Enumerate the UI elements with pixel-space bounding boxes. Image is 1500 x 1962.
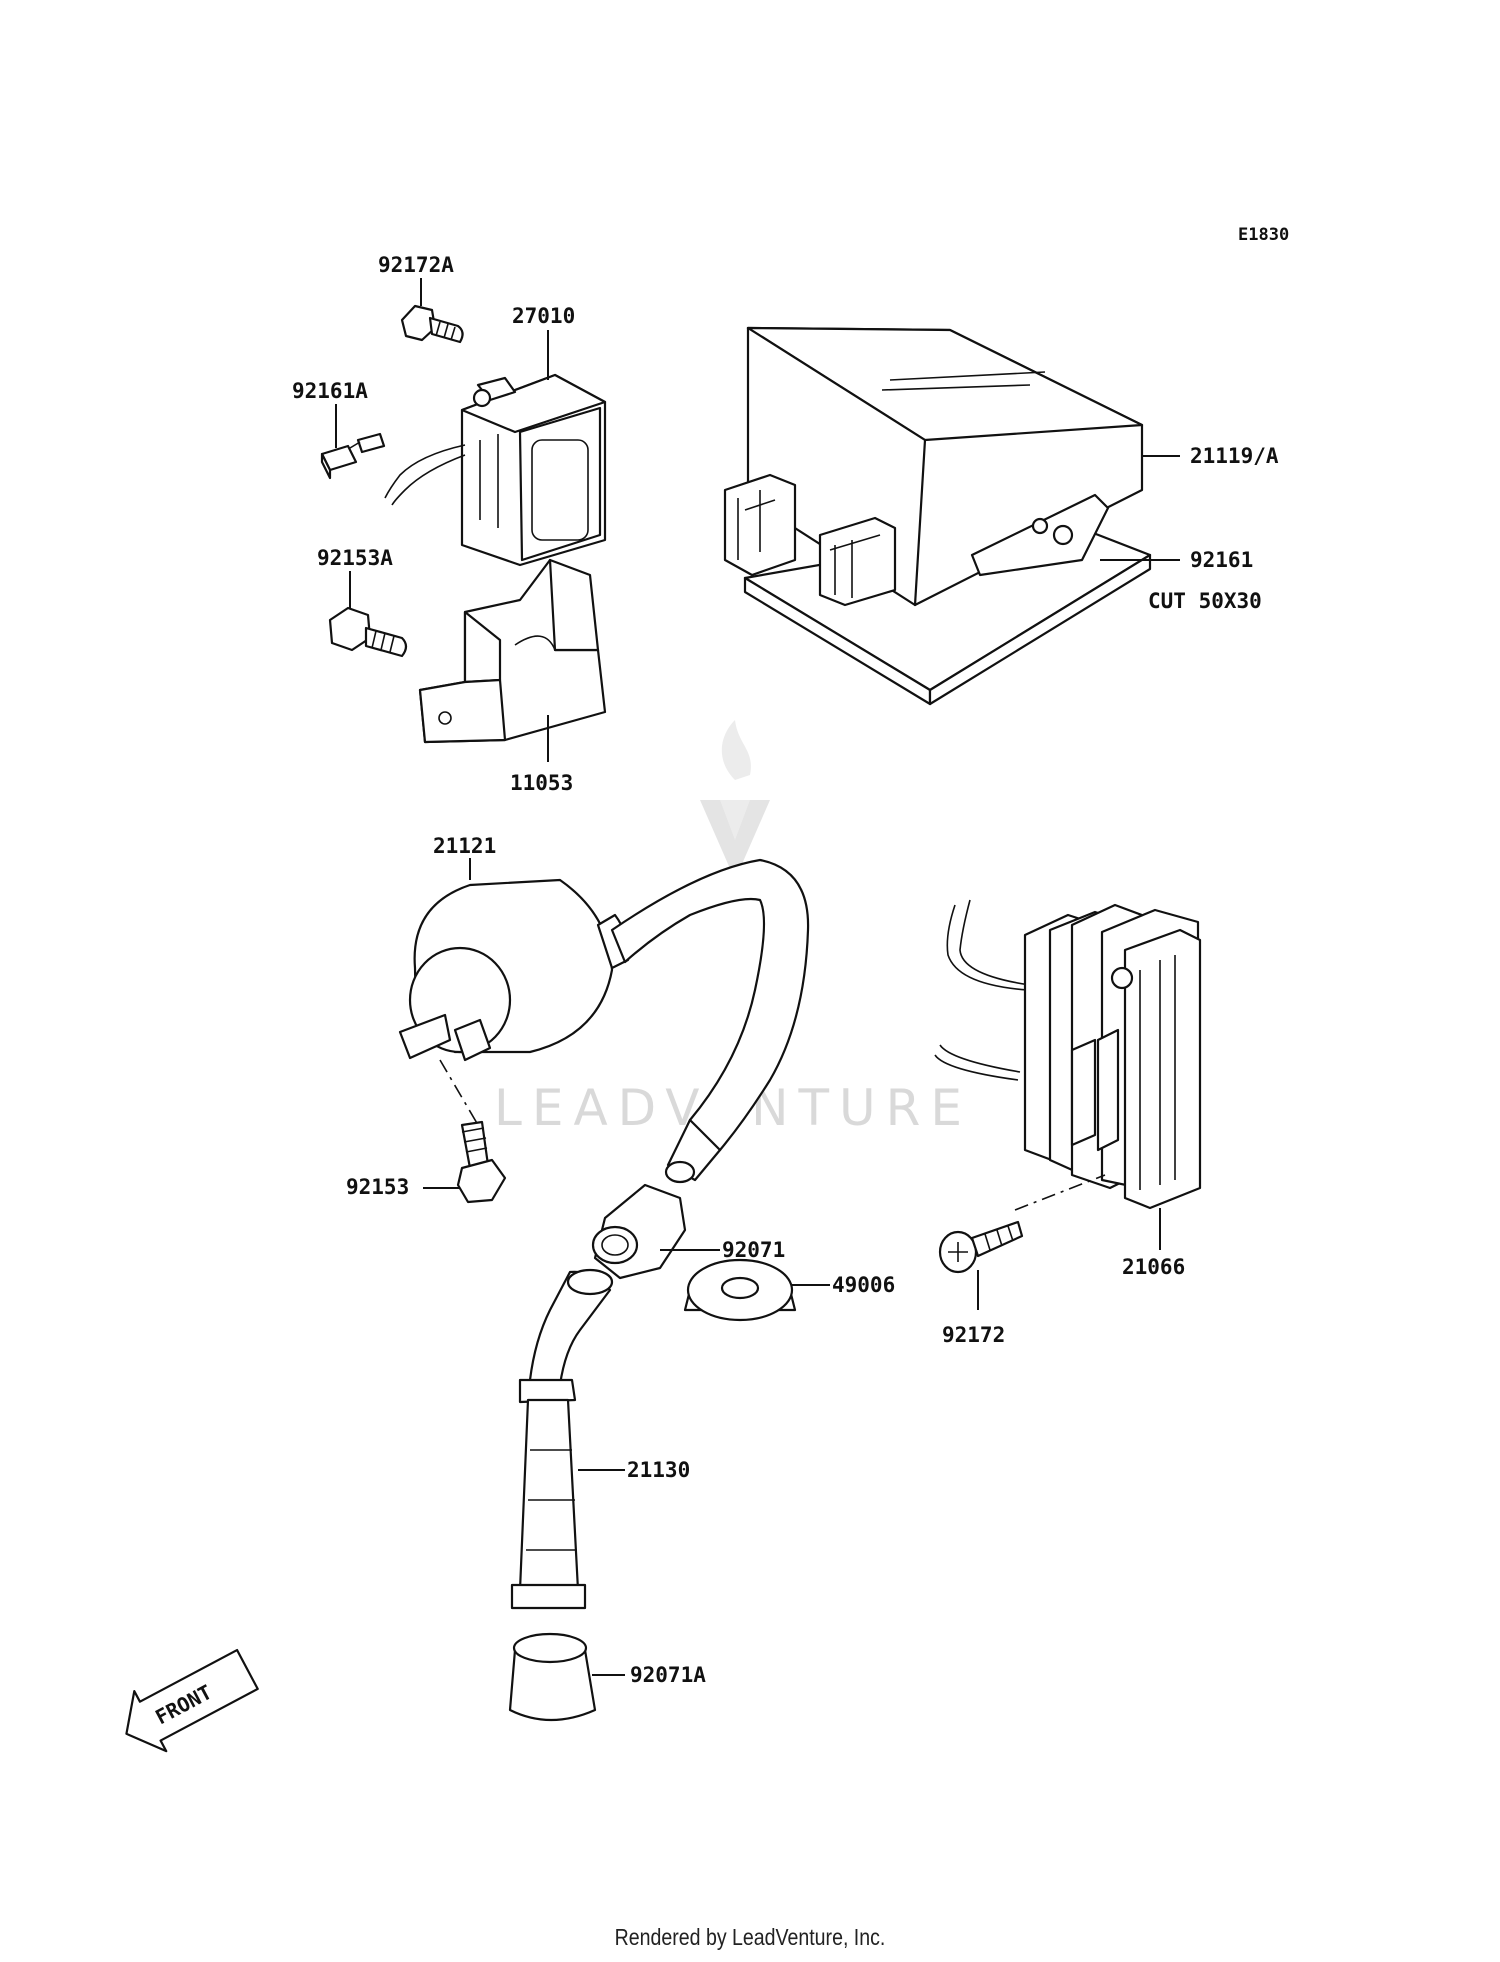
diagram-ref: E1830 bbox=[1238, 225, 1289, 245]
label-92172a: 92172A bbox=[378, 253, 454, 277]
label-21121: 21121 bbox=[433, 834, 496, 858]
bolt-92153a bbox=[328, 606, 408, 658]
plug-cap-21130 bbox=[510, 1268, 614, 1610]
relay-27010 bbox=[384, 373, 607, 567]
label-21130: 21130 bbox=[627, 1458, 690, 1482]
bolt-92172a bbox=[400, 304, 464, 344]
ignition-coil-21121 bbox=[398, 858, 810, 1184]
label-92172: 92172 bbox=[942, 1323, 1005, 1347]
label-92071: 92071 bbox=[722, 1238, 785, 1262]
label-11053: 11053 bbox=[510, 771, 573, 795]
label-92161a: 92161A bbox=[292, 379, 368, 403]
label-21066: 21066 bbox=[1122, 1255, 1185, 1279]
cut-note: CUT 50X30 bbox=[1148, 589, 1262, 613]
front-arrow-icon: FRONT bbox=[125, 1648, 259, 1753]
regulator-21066 bbox=[934, 899, 1202, 1210]
label-92161: 92161 bbox=[1190, 548, 1253, 572]
bracket-11053 bbox=[418, 558, 607, 744]
screw-92172 bbox=[938, 1220, 1024, 1274]
cdi-unit-21119 bbox=[723, 326, 1152, 706]
clip-92161a bbox=[320, 432, 386, 480]
label-92153a: 92153A bbox=[317, 546, 393, 570]
bolt-92153 bbox=[456, 1120, 507, 1204]
label-92071a: 92071A bbox=[630, 1663, 706, 1687]
cap-92071 bbox=[591, 1183, 687, 1280]
label-92153: 92153 bbox=[346, 1175, 409, 1199]
label-49006: 49006 bbox=[832, 1273, 895, 1297]
footer-credit: Rendered by LeadVenture, Inc. bbox=[614, 1924, 886, 1950]
label-21119a: 21119/A bbox=[1190, 444, 1279, 468]
label-27010: 27010 bbox=[512, 304, 575, 328]
grommet-49006 bbox=[683, 1258, 797, 1322]
boot-92071a bbox=[508, 1632, 597, 1722]
